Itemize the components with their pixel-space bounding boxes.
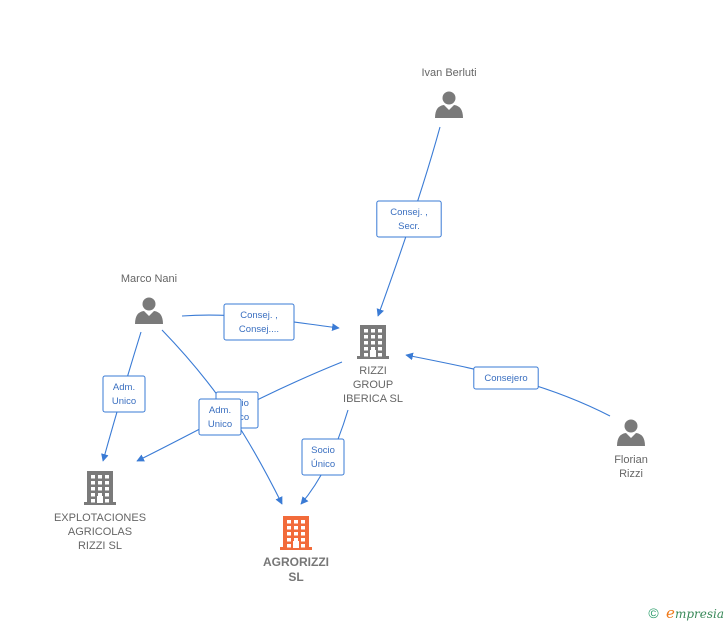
edges-layer — [101, 126, 611, 505]
edge-label-text: Unico — [208, 419, 232, 430]
node-label-marco: Marco Nani — [121, 273, 177, 285]
node-label-rizzi_group: IBERICA SL — [343, 393, 403, 405]
building-icon — [84, 471, 116, 505]
edge-label-marco-to-explotaciones[interactable]: Adm. Unico — [102, 375, 146, 413]
node-label-ivan: Ivan Berluti — [421, 67, 476, 79]
copyright-icon: © — [648, 605, 659, 621]
edge-label-box — [473, 366, 539, 390]
edge-label-box — [102, 375, 146, 413]
brand-name: mpresia — [674, 607, 724, 621]
edge-label-marco-to-rizzi_group[interactable]: Consej. , Consej.... — [223, 303, 295, 341]
person-icon — [435, 91, 463, 118]
edge-label-text: Secr. — [398, 221, 420, 232]
node-label-florian: Rizzi — [619, 468, 643, 480]
brand-initial: e — [666, 604, 675, 622]
edge-label-box — [198, 398, 242, 436]
node-rizzi_group[interactable]: RIZZI GROUP IBERICA SL — [343, 325, 403, 405]
building-icon-highlight — [280, 516, 312, 550]
edge-label-box — [301, 438, 345, 476]
node-label-agrorizzi: SL — [288, 570, 303, 584]
node-label-florian: Florian — [614, 454, 648, 466]
building-icon — [357, 325, 389, 359]
edge-label-box — [223, 303, 295, 341]
node-marco[interactable]: Marco Nani — [121, 273, 177, 324]
edge-label-text: Único — [311, 459, 335, 470]
edge-label-box — [376, 200, 442, 238]
brand-logo[interactable]: empresia — [666, 604, 724, 622]
node-label-rizzi_group: GROUP — [353, 379, 393, 391]
edge-label-text: Adm. — [209, 405, 231, 416]
edge-labels-layer: Consej. , Secr. Consej. , Consej.... Conseje… — [102, 200, 539, 476]
edge-label-text: Consej. , — [240, 310, 278, 321]
edge-label-text: Socio — [311, 445, 335, 456]
node-explotaciones[interactable]: EXPLOTACIONES AGRICOLAS RIZZI SL — [54, 471, 146, 552]
node-label-agrorizzi: AGRORIZZI — [263, 555, 329, 569]
edge-label-text: Consejero — [484, 373, 527, 384]
node-label-explotaciones: EXPLOTACIONES — [54, 512, 146, 524]
edge-label-text: Consej.... — [239, 324, 279, 335]
edge-label-florian-to-rizzi_group[interactable]: Consejero — [473, 366, 539, 390]
edge-label-text: Adm. — [113, 382, 135, 393]
edge-label-ivan-to-rizzi_group[interactable]: Consej. , Secr. — [376, 200, 442, 238]
person-icon — [135, 297, 163, 324]
node-label-explotaciones: RIZZI SL — [78, 540, 122, 552]
node-label-explotaciones: AGRICOLAS — [68, 526, 132, 538]
person-icon — [617, 419, 645, 446]
node-label-rizzi_group: RIZZI — [359, 365, 387, 377]
node-ivan[interactable]: Ivan Berluti — [421, 67, 477, 118]
edge-label-text: Unico — [112, 396, 136, 407]
edge-label-text: Consej. , — [390, 207, 428, 218]
footer-brand: © empresia — [648, 604, 724, 622]
edge-label-marco-to-agrorizzi[interactable]: Adm. Unico — [198, 398, 242, 436]
